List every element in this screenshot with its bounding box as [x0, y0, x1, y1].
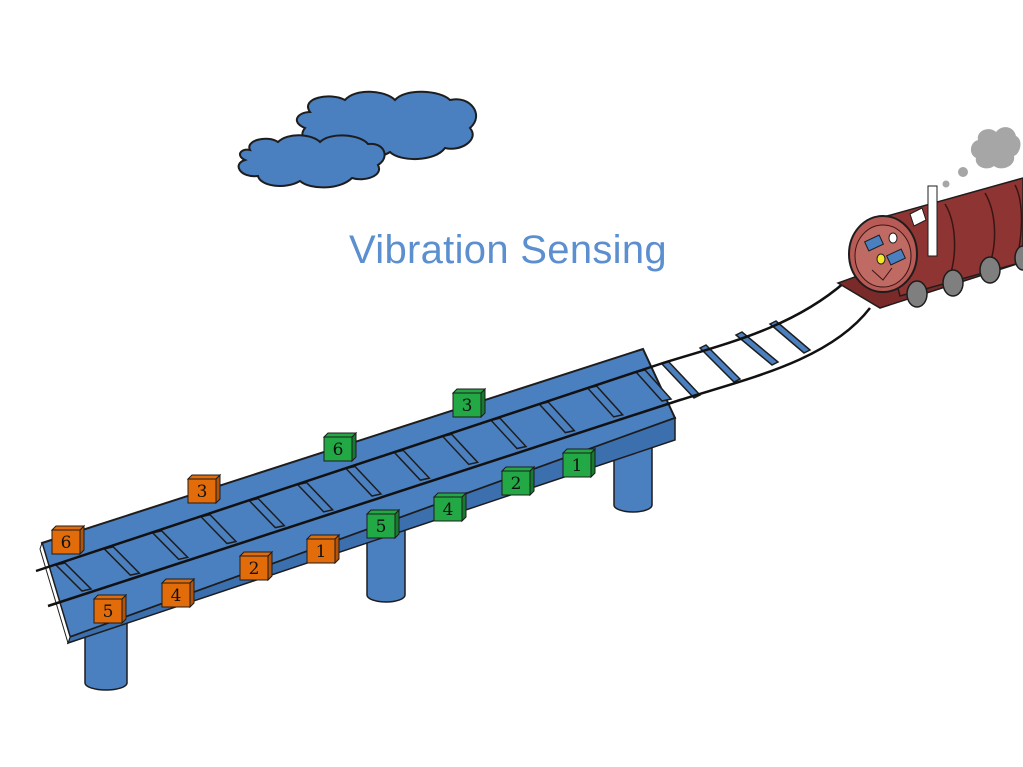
- antenna-dot: [888, 232, 898, 244]
- sensor-face: [51, 529, 81, 555]
- steam-dome: [909, 207, 927, 227]
- track-tie: [698, 344, 742, 383]
- sensor-top: [432, 492, 468, 498]
- sensor-top: [365, 509, 401, 515]
- wheel: [979, 256, 1001, 284]
- vibration-sensors: 6 3 5 4 2 1 3 6 1 2 4 5: [50, 387, 597, 625]
- sensor-orange: 4: [160, 577, 196, 609]
- sensor-side: [529, 465, 535, 497]
- sensor-top: [500, 466, 536, 472]
- smoke: [942, 127, 1021, 188]
- sensor-top: [92, 594, 128, 600]
- track-tie: [734, 331, 780, 366]
- sensor-orange: 3: [186, 473, 222, 505]
- wheel: [942, 269, 964, 297]
- sensor-label: 1: [316, 542, 327, 562]
- sensor-label: 5: [103, 602, 114, 622]
- sensor-label: 4: [443, 500, 454, 520]
- sensor-top: [238, 551, 274, 557]
- wheels: [906, 245, 1023, 308]
- smoke-puff: [942, 180, 950, 188]
- sensor-top: [305, 534, 341, 540]
- solar-panel-right: [885, 248, 907, 266]
- track-tie: [660, 360, 702, 399]
- train: [836, 127, 1023, 309]
- sensor-face: [306, 538, 336, 564]
- light-dot: [876, 253, 886, 265]
- bridge-deck-top: [40, 347, 677, 639]
- sensor-face: [452, 392, 482, 418]
- rail-front: [47, 307, 871, 608]
- track-tie: [768, 320, 812, 354]
- track-ties-slope: [660, 320, 812, 399]
- sensor-side: [189, 577, 195, 609]
- sensor-label: 6: [333, 440, 344, 460]
- sensor-top: [160, 578, 196, 584]
- sensor-green: 2: [500, 465, 536, 497]
- slide-title: Vibration Sensing: [349, 228, 667, 272]
- sensor-top: [561, 448, 597, 454]
- sensor-label: 3: [197, 482, 208, 502]
- sensor-side: [394, 508, 400, 540]
- sensor-orange: 5: [92, 593, 128, 625]
- smokestack: [927, 185, 938, 257]
- sensor-green: 3: [451, 387, 487, 419]
- sensor-green: 6: [322, 431, 358, 463]
- sensor-green: 5: [365, 508, 401, 540]
- sensor-orange: 1: [305, 533, 341, 565]
- face-mark: [871, 267, 893, 281]
- sensor-side: [351, 431, 357, 463]
- sensor-face: [239, 555, 269, 581]
- wheel: [906, 280, 928, 308]
- sensor-side: [480, 387, 486, 419]
- sensor-orange: 2: [238, 550, 274, 582]
- sensor-face: [187, 478, 217, 504]
- sensor-face: [433, 496, 463, 522]
- sensor-face: [501, 470, 531, 496]
- sensor-label: 5: [376, 517, 387, 537]
- sensor-green: 4: [432, 491, 468, 523]
- clouds: [237, 90, 477, 189]
- sensor-label: 2: [249, 559, 260, 579]
- sensor-label: 3: [462, 396, 473, 416]
- wheel: [1014, 245, 1023, 271]
- sensor-side: [267, 550, 273, 582]
- sensor-side: [334, 533, 340, 565]
- boiler-band: [944, 203, 956, 277]
- sensor-orange: 6: [50, 524, 86, 556]
- sensor-top: [50, 525, 86, 531]
- sensor-face: [93, 598, 123, 624]
- smoke-cloud: [970, 127, 1021, 169]
- sensor-label: 1: [572, 456, 583, 476]
- sensor-node-icon: [863, 232, 907, 281]
- sensor-green: 1: [561, 447, 597, 479]
- sensor-label: 2: [511, 474, 522, 494]
- sensor-face: [562, 452, 592, 478]
- sensor-side: [461, 491, 467, 523]
- sensor-face: [366, 513, 396, 539]
- sensor-side: [79, 524, 85, 556]
- sensor-side: [590, 447, 596, 479]
- pillar-left: [84, 619, 128, 691]
- smoke-puff: [958, 167, 968, 177]
- sensor-top: [451, 388, 487, 394]
- sensor-face: [323, 436, 353, 462]
- sensor-label: 6: [61, 533, 72, 553]
- bridge: [39, 347, 677, 645]
- sensor-face: [161, 582, 191, 608]
- cloud-left: [237, 134, 386, 189]
- sensor-side: [215, 473, 221, 505]
- sensor-label: 4: [171, 586, 182, 606]
- solar-panel-left: [863, 234, 885, 252]
- sensor-top: [186, 474, 222, 480]
- rails: [35, 281, 871, 608]
- sensor-side: [121, 593, 127, 625]
- rail-back: [35, 281, 846, 573]
- sensor-top: [322, 432, 358, 438]
